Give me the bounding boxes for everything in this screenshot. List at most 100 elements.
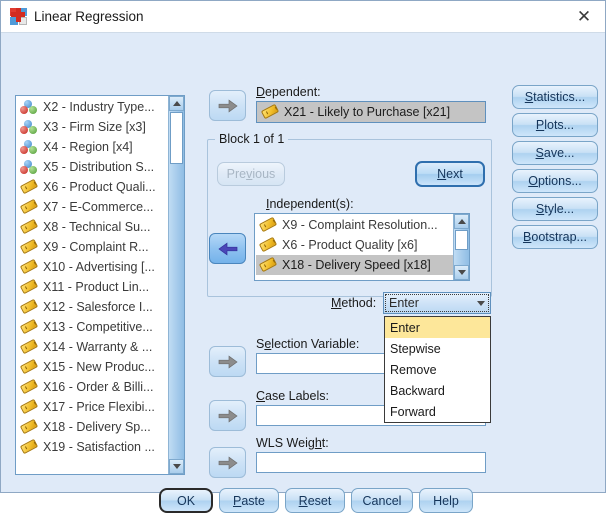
style-button[interactable]: Style... — [512, 197, 598, 221]
method-combobox[interactable]: Enter — [383, 292, 491, 314]
source-list-scrollbar[interactable] — [168, 96, 184, 474]
previous-button[interactable]: Previous — [217, 162, 285, 186]
case-labels-label: Case Labels: — [256, 389, 329, 403]
cancel-button-label: Cancel — [362, 493, 402, 508]
move-to-wls-weight-arrow[interactable] — [209, 447, 246, 478]
nominal-icon — [20, 159, 39, 175]
window-title: Linear Regression — [34, 9, 144, 24]
move-to-independents-arrow[interactable] — [209, 233, 246, 264]
list-item-label: X14 - Warranty & ... — [43, 340, 153, 354]
dependent-variable-value: X21 - Likely to Purchase [x21] — [284, 105, 451, 119]
scroll-up-icon[interactable] — [169, 96, 184, 111]
list-item[interactable]: X15 - New Produc... — [17, 357, 168, 377]
list-item-label: X13 - Competitive... — [43, 320, 153, 334]
scroll-down-icon[interactable] — [169, 459, 184, 474]
source-variable-items[interactable]: X2 - Industry Type... X3 - Firm Size [x3]… — [16, 96, 168, 474]
scale-icon — [261, 105, 280, 120]
list-item[interactable]: X13 - Competitive... — [17, 317, 168, 337]
paste-button[interactable]: Paste — [219, 488, 279, 513]
chevron-down-icon[interactable] — [472, 300, 490, 306]
list-item[interactable]: X12 - Salesforce I... — [17, 297, 168, 317]
right-arrow-icon — [218, 409, 238, 422]
right-button-column: Statistics... Plots... Save... Options... St… — [512, 85, 598, 249]
list-item[interactable]: X18 - Delivery Sp... — [17, 417, 168, 437]
method-option-enter[interactable]: Enter — [385, 317, 490, 338]
list-item[interactable]: X8 - Technical Su... — [17, 217, 168, 237]
list-item[interactable]: X16 - Order & Billi... — [17, 377, 168, 397]
scale-icon — [20, 320, 39, 335]
close-icon[interactable]: ✕ — [576, 7, 592, 26]
list-item-label: X7 - E-Commerce... — [43, 200, 154, 214]
reset-button[interactable]: Reset — [285, 488, 345, 513]
list-item[interactable]: X7 - E-Commerce... — [17, 197, 168, 217]
method-option-stepwise[interactable]: Stepwise — [390, 341, 441, 356]
right-arrow-icon — [218, 355, 238, 368]
reset-button-label: Reset — [298, 493, 332, 508]
list-item-label: X4 - Region [x4] — [43, 140, 133, 154]
independents-items[interactable]: X9 - Complaint Resolution...X6 - Product… — [255, 214, 453, 280]
move-to-selection-variable-arrow[interactable] — [209, 346, 246, 377]
list-item[interactable]: X9 - Complaint Resolution... — [256, 215, 453, 235]
options-button[interactable]: Options... — [512, 169, 598, 193]
next-button[interactable]: Next — [415, 161, 485, 187]
method-option-forward[interactable]: Forward — [390, 404, 436, 419]
save-button[interactable]: Save... — [512, 141, 598, 165]
list-item[interactable]: X2 - Industry Type... — [17, 97, 168, 117]
list-item[interactable]: X18 - Delivery Speed [x18] — [256, 255, 453, 275]
scale-icon — [20, 440, 39, 455]
dependent-variable-field[interactable]: X21 - Likely to Purchase [x21] — [256, 101, 486, 123]
independents-list[interactable]: X9 - Complaint Resolution...X6 - Product… — [254, 213, 470, 281]
wls-weight-label: WLS Weight: — [256, 436, 329, 450]
bootstrap-button-label: Bootstrap... — [523, 230, 587, 244]
right-arrow-icon — [218, 99, 238, 112]
scale-icon — [20, 400, 39, 415]
list-item-label: X3 - Firm Size [x3] — [43, 120, 146, 134]
scale-icon — [20, 420, 39, 435]
list-item[interactable]: X6 - Product Quality [x6] — [256, 235, 453, 255]
list-item-label: X5 - Distribution S... — [43, 160, 155, 174]
statistics-button[interactable]: Statistics... — [512, 85, 598, 109]
help-button[interactable]: Help — [419, 488, 473, 513]
bootstrap-button[interactable]: Bootstrap... — [512, 225, 598, 249]
wls-weight-input[interactable] — [256, 452, 486, 473]
list-item[interactable]: X3 - Firm Size [x3] — [17, 117, 168, 137]
source-variable-list[interactable]: X2 - Industry Type... X3 - Firm Size [x3]… — [15, 95, 185, 475]
scale-icon — [20, 340, 39, 355]
move-to-case-labels-arrow[interactable] — [209, 400, 246, 431]
ok-button[interactable]: OK — [159, 488, 213, 513]
plots-button-label: Plots... — [535, 118, 575, 132]
right-arrow-icon — [218, 456, 238, 469]
list-item[interactable]: X5 - Distribution S... — [17, 157, 168, 177]
linear-regression-dialog: Linear Regression ✕ X2 - Industry Type..… — [0, 0, 606, 493]
scroll-thumb[interactable] — [455, 230, 468, 250]
list-item-label: X8 - Technical Su... — [43, 220, 151, 234]
scale-icon — [20, 220, 39, 235]
independents-scrollbar[interactable] — [453, 214, 469, 280]
scroll-up-icon[interactable] — [454, 214, 469, 229]
list-item[interactable]: X9 - Complaint R... — [17, 237, 168, 257]
list-item-label: X12 - Salesforce I... — [43, 300, 153, 314]
method-option-remove[interactable]: Remove — [390, 362, 437, 377]
list-item-label: X19 - Satisfaction ... — [43, 440, 155, 454]
list-item-label: X6 - Product Quali... — [43, 180, 156, 194]
nominal-icon — [20, 99, 39, 115]
scale-icon — [20, 280, 39, 295]
scroll-thumb[interactable] — [170, 112, 183, 164]
spss-dialog-icon — [10, 8, 27, 25]
plots-button[interactable]: Plots... — [512, 113, 598, 137]
list-item[interactable]: X14 - Warranty & ... — [17, 337, 168, 357]
list-item[interactable]: X4 - Region [x4] — [17, 137, 168, 157]
list-item[interactable]: X10 - Advertising [... — [17, 257, 168, 277]
nominal-icon — [20, 119, 39, 135]
list-item[interactable]: X11 - Product Lin... — [17, 277, 168, 297]
list-item[interactable]: X6 - Product Quali... — [17, 177, 168, 197]
move-to-dependent-arrow[interactable] — [209, 90, 246, 121]
scroll-down-icon[interactable] — [454, 265, 469, 280]
list-item-label: X16 - Order & Billi... — [43, 380, 154, 394]
cancel-button[interactable]: Cancel — [351, 488, 413, 513]
list-item[interactable]: X17 - Price Flexibi... — [17, 397, 168, 417]
list-item[interactable]: X19 - Satisfaction ... — [17, 437, 168, 457]
method-option-backward[interactable]: Backward — [390, 383, 445, 398]
